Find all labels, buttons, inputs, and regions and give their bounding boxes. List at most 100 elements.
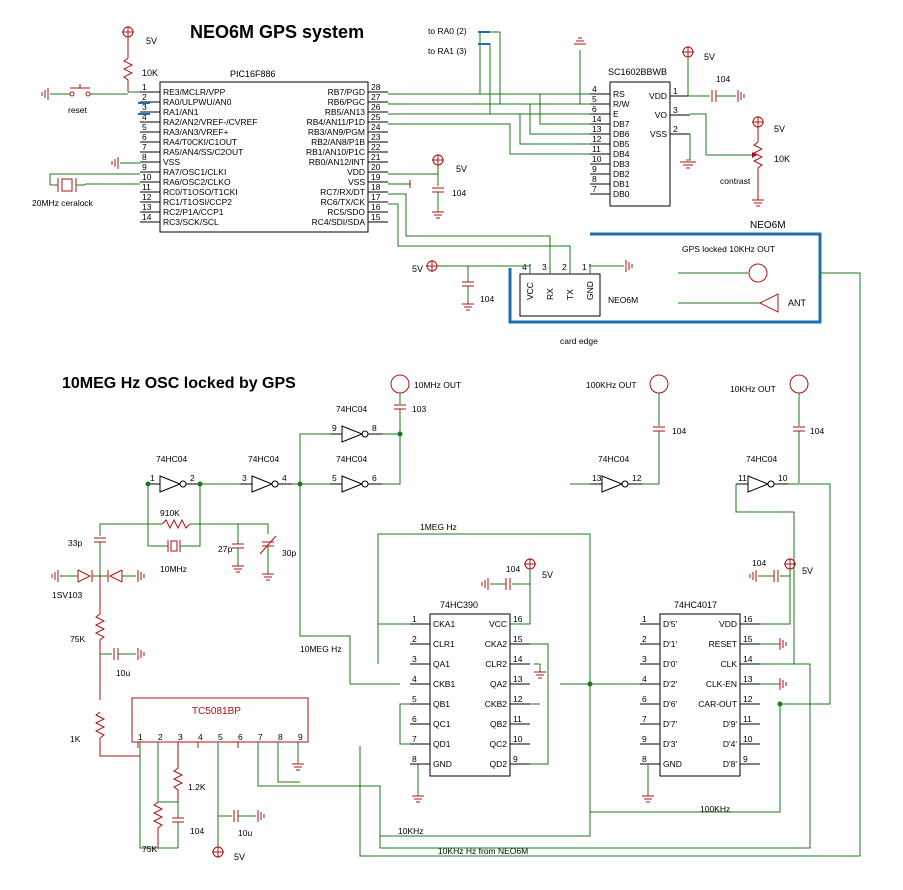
gps-10khz-connector: [748, 263, 768, 283]
contrast-label: contrast: [720, 176, 751, 186]
varicap-label: 1SV103: [52, 590, 83, 600]
hc4017-pin-label: D'7': [663, 719, 677, 729]
hc4017-pin-number: 15: [743, 634, 753, 644]
pic-pin-label: VSS: [348, 177, 365, 187]
pot-vcc-label: 5V: [774, 124, 785, 134]
lcd-vdd-label: 5V: [704, 52, 715, 62]
out-10khz-connector: [789, 374, 809, 394]
hc390-cap-label: 104: [506, 564, 520, 574]
lcd-power: 5V 104: [680, 46, 752, 169]
lcd-pin-number: 8: [592, 174, 597, 184]
neo6m-chip-name: NEO6M: [608, 295, 638, 305]
hc4017-pin-label: VDD: [719, 619, 737, 629]
inverter-part-label: 74HC04: [598, 454, 629, 464]
pic-chip-name: PIC16F886: [230, 69, 276, 79]
c30p-label: 30p: [282, 548, 296, 558]
hc390-body: [429, 613, 511, 777]
neo6m-pin-number: 4: [522, 262, 527, 272]
net-1meg-label: 1MEG Hz: [420, 522, 457, 532]
lcd-body: [609, 81, 671, 207]
inverter-symbol: [341, 475, 364, 493]
hc390-vcc-label: 5V: [542, 570, 553, 580]
lcd-pin-label: DB4: [613, 149, 630, 159]
hc4017-pin-label: CLK: [720, 659, 737, 669]
lcd-pin-number: 1: [673, 86, 678, 96]
hc4017-pin-number: 9: [743, 754, 748, 764]
inverter-part-label: 74HC04: [336, 454, 367, 464]
wire-segment: [382, 434, 401, 485]
hc4017-pin-label: D'4': [723, 739, 737, 749]
out-100khz-connector: [649, 374, 669, 394]
lcd-pin-label: DB2: [613, 169, 630, 179]
vcxo-pin-number: 2: [158, 732, 163, 742]
gps-section-title: NEO6M GPS system: [190, 22, 364, 42]
vcxo-pin-number: 4: [198, 732, 203, 742]
inverter-bubble: [361, 480, 369, 488]
inverter-output-pin: 4: [282, 473, 287, 483]
lcd-pin-label: DB1: [613, 179, 630, 189]
lcd-pin-number: 13: [592, 124, 602, 134]
hc4017-pin-number: 2: [642, 634, 647, 644]
lcd-pin-label: E: [613, 109, 619, 119]
to-ra0-label: to RA0 (2): [428, 26, 467, 36]
hc390-pin-number: 11: [513, 714, 522, 724]
vcxo-pin-number: 7: [258, 732, 263, 742]
inverter-input-pin: 3: [242, 473, 247, 483]
hc4017-pin-number: 10: [743, 734, 753, 744]
pullup-value: 10K: [142, 68, 158, 78]
out-10khz-cap: 104: [810, 426, 824, 436]
pic-pin-label: RB7/PGD: [328, 87, 365, 97]
hc4017-pin-number: 3: [642, 654, 647, 664]
hc390-pin-label: CKA1: [433, 619, 455, 629]
hc390-pin-label: QA1: [433, 659, 450, 669]
pic-pin-label: RA6/OSC2/CLKO: [163, 177, 231, 187]
hc390-pin-label: CKA2: [485, 639, 507, 649]
vcxo-ic-body: [131, 697, 309, 743]
inverter-input-pin: 9: [332, 423, 337, 433]
lcd-pin-label: RS: [613, 89, 625, 99]
out-100khz-label: 100KHz OUT: [586, 380, 637, 390]
hc4017-pin-number: 8: [642, 754, 647, 764]
hc390-pin-label: VCC: [489, 619, 507, 629]
hc390-name: 74HC390: [440, 600, 478, 610]
inverter-symbol: [747, 475, 770, 493]
hc4017-pin-number: 6: [642, 694, 647, 704]
feedback-resistor-value: 910K: [160, 508, 180, 518]
hc4017-pin-label: D'2': [663, 679, 677, 689]
vcxo-ic-name: TC5081BP: [192, 706, 241, 717]
hc4017-pin-number: 7: [642, 714, 647, 724]
hc390-pin-number: 4: [412, 674, 417, 684]
lcd-pin-label: VDD: [649, 91, 667, 101]
inverter-input-pin: 5: [332, 473, 337, 483]
pic-pin-number: 22: [371, 142, 381, 152]
hc390-pin-number: 14: [513, 654, 523, 664]
lcd-pin-label: DB3: [613, 159, 630, 169]
to-ra1-label: to RA1 (3): [428, 46, 467, 56]
inverter-input-pin: 11: [738, 473, 747, 483]
hc390-pin-number: 9: [513, 754, 518, 764]
pic-pin-number: 18: [371, 182, 381, 192]
pic-pin-label: RA3/AN3/VREF+: [163, 127, 228, 137]
lcd-data-bus: to RA0 (2) to RA1 (3): [388, 26, 590, 155]
neo-cap-value: 104: [480, 294, 494, 304]
pic-pin-number: 16: [371, 202, 381, 212]
pic-pin-number: 8: [142, 152, 147, 162]
hc390-pin-label: QB1: [433, 699, 450, 709]
neo6m-pin-number: 3: [542, 262, 547, 272]
lcd-pin-number: 5: [592, 94, 597, 104]
pic-pin-number: 24: [371, 122, 381, 132]
inverter-input-pin: 13: [592, 473, 602, 483]
hc4017-pin-label: D'8': [723, 759, 737, 769]
inverter-symbol: [601, 475, 624, 493]
lcd-pin-number: 9: [592, 164, 597, 174]
inverter-symbol: [341, 425, 364, 443]
hc4017-pin-label: GND: [663, 759, 682, 769]
osc-section-title: 10MEG Hz OSC locked by GPS: [62, 375, 296, 392]
inverter-output-pin: 2: [190, 473, 195, 483]
hc390-pin-number: 6: [412, 714, 417, 724]
neo6m-chip-body: [519, 273, 601, 317]
